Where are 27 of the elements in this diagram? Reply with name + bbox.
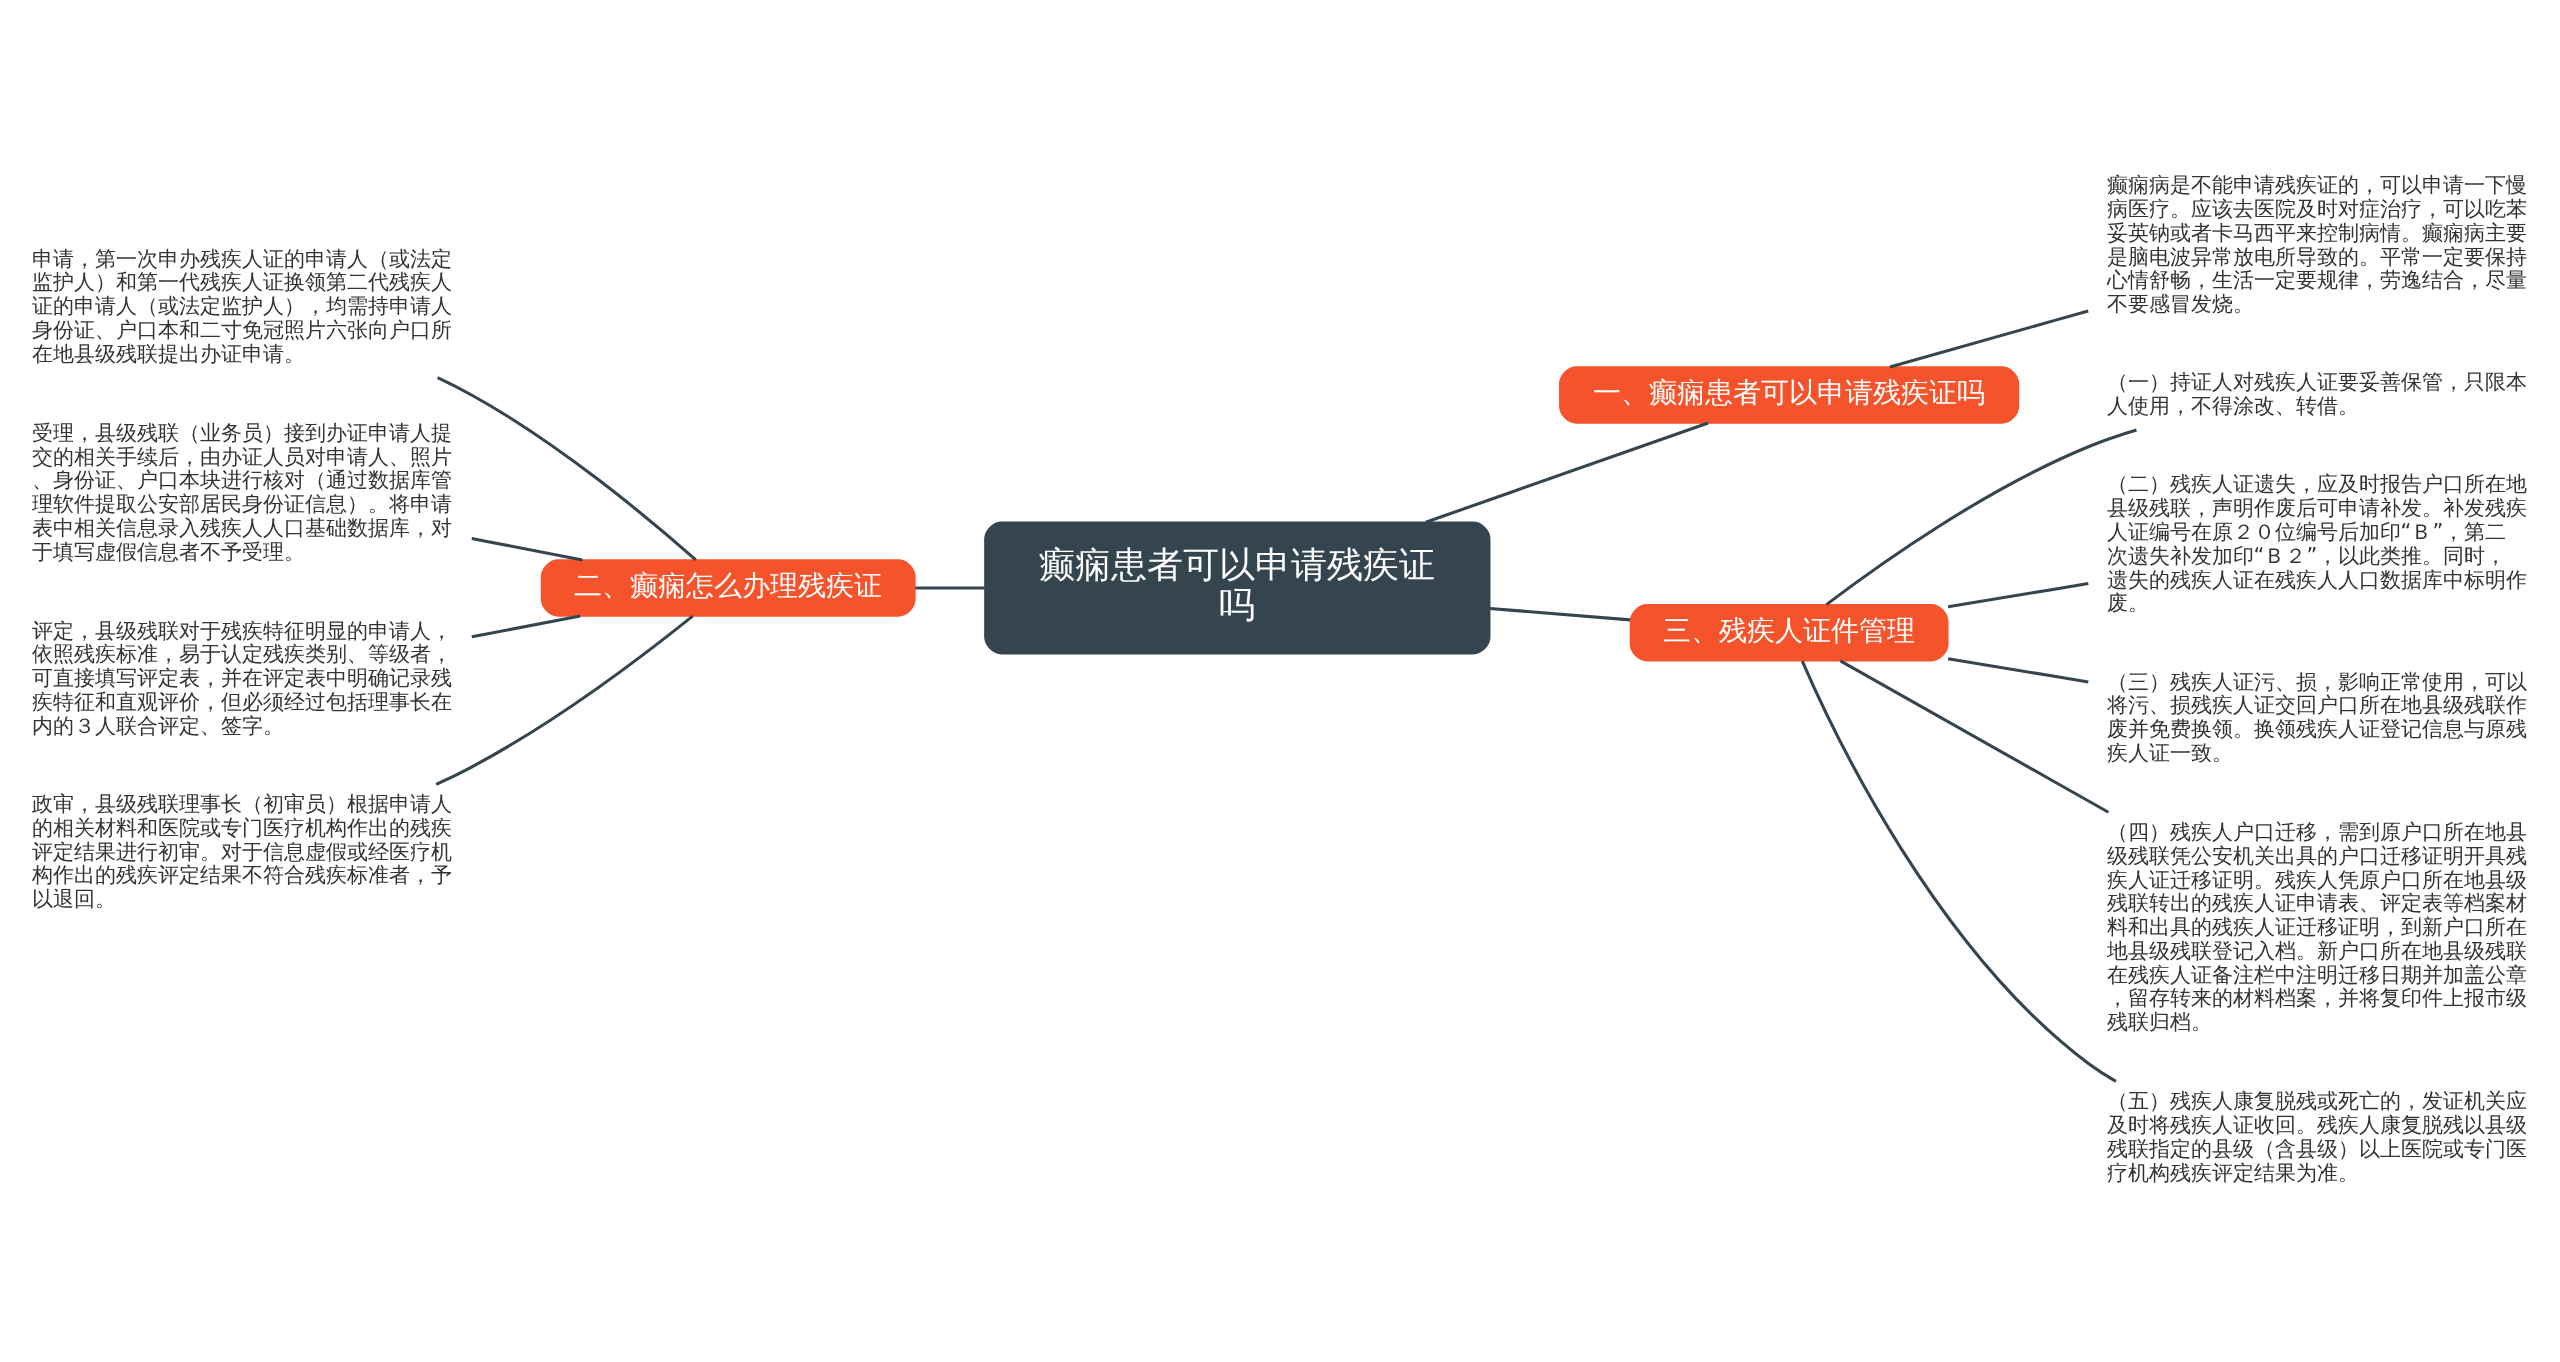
connector	[436, 376, 697, 562]
connector	[1825, 428, 2137, 606]
connector	[1800, 660, 2117, 1083]
connector	[1947, 582, 2089, 609]
node-text: （五）残疾人康复脱残或死亡的，发证机关应及时将残疾人证收回。残疾人康复脱残以县级残联指定的县级（含县级）以上医院或专门医疗机构残疾评定结果为准。	[2106, 1089, 2527, 1185]
connector	[1839, 659, 2110, 814]
node-text: 癫痫病是不能申请残疾证的，可以申请一下慢病医疗。应该去医院及时对症治疗，可以吃苯妥英钠或者卡马西平来控制病情。癫痫病主要是脑电波异常放电所导致的。平常一定要保持心情舒畅，生活一定要规律，劳逸结合，尽量不要感冒发烧。	[2106, 173, 2527, 317]
node-box: 三、残疾人证件管理	[1629, 604, 1949, 662]
connector	[1425, 421, 1709, 524]
connector	[1889, 309, 2089, 369]
node-box: 二、癫痫怎么办理残疾证	[540, 559, 916, 617]
node-text: （四）残疾人户口迁移，需到原户口所在地县级残联凭公安机关出具的户口迁移证明开具残疾人证迁移证明。残疾人凭原户口所在地县级残联转出的残疾人证申请表、评定表等档案材料和出具的残疾人证迁移证明，到新户口所在地县级残联登记入档。新户口所在地县级残联在残疾人证备注栏中注明迁移日期并加盖公章，留存转来的材料档案，并将复印件上报市级残联归档。	[2106, 820, 2527, 1035]
node-text: 评定，县级残联对于残疾特征明显的申请人，依照残疾标准，易于认定残疾类别、等级者，可直接填写评定表，并在评定表中明确记录残疾特征和直观评价，但必须经过包括理事长在内的３人联合评定、签字。	[32, 618, 453, 738]
node-box: 一、癫痫患者可以申请残疾证吗	[1559, 366, 2020, 424]
node-text: 政审，县级残联理事长（初审员）根据申请人的相关材料和医院或专门医疗机构作出的残疾评定结果进行初审。对于信息虚假或经医疗机构作出的残疾评定结果不符合残疾标准者，予以退回。	[32, 792, 453, 912]
connector	[1489, 606, 1631, 622]
connector	[471, 536, 583, 562]
node-text: 受理，县级残联（业务员）接到办证申请人提交的相关手续后，由办证人员对申请人、照片、身份证、户口本块进行核对（通过数据库管理软件提取公安部居民身份证信息）。将申请表中相关信息录入残疾人人口基础数据库，对于填写虚假信息者不予受理。	[32, 420, 453, 564]
connector	[435, 614, 694, 786]
node-text: （一）持证人对残疾人证要妥善保管，只限本人使用，不得涂改、转借。	[2106, 370, 2527, 419]
connector	[1947, 657, 2089, 684]
node-text: 申请，第一次申办残疾人证的申请人（或法定监护人）和第一代残疾人证换领第二代残疾人证的申请人（或法定监护人），均需持申请人身份证、户口本和二寸免冠照片六张向户口所在地县级残联提出办证申请。	[32, 246, 453, 366]
node-text: （二）残疾人证遗失，应及时报告户口所在地县级残联，声明作废后可申请补发。补发残疾人证编号在原２０位编号后加印“Ｂ”，第二次遗失补发加印“Ｂ２”，以此类推。同时，遗失的残疾人证在残疾人人口数据库中标明作废。	[2106, 472, 2527, 616]
node-text: （三）残疾人证污、损，影响正常使用，可以将污、损残疾人证交回户口所在地县级残联作废并免费换领。换领残疾人证登记信息与原残疾人证一致。	[2106, 669, 2527, 766]
connector	[471, 614, 581, 639]
connector	[915, 586, 985, 590]
node-box: 癫痫患者可以申请残疾证吗	[984, 521, 1491, 655]
